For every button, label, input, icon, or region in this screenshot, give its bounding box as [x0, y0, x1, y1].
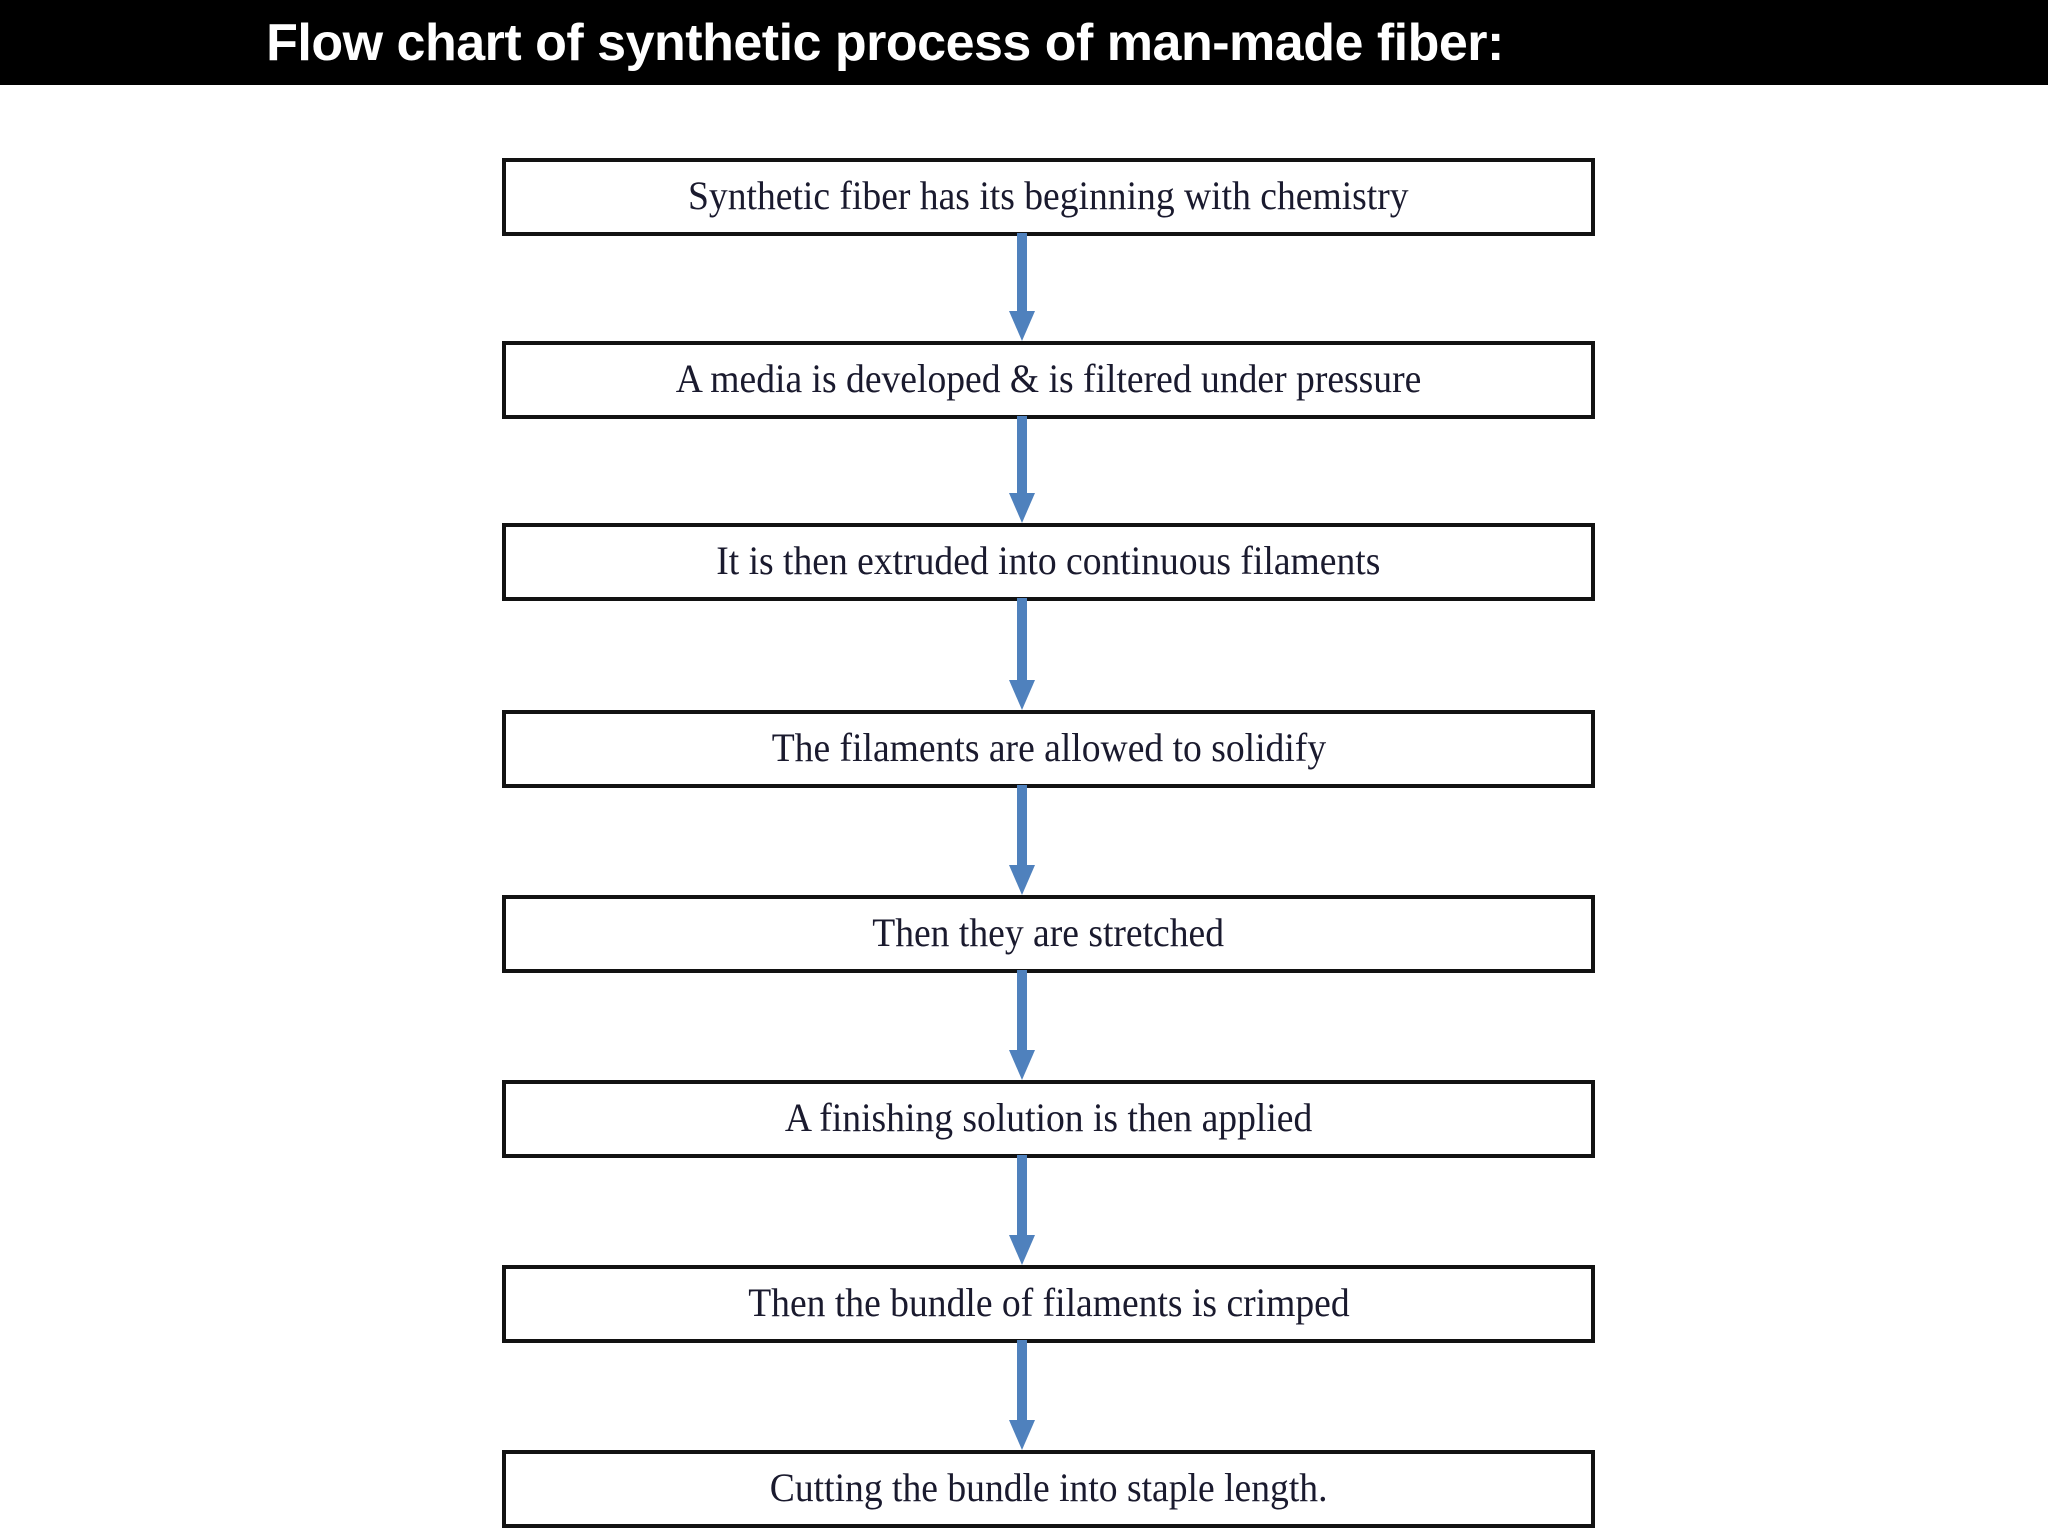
flow-connector-2-3	[1007, 416, 1037, 523]
page-title: Flow chart of synthetic process of man-m…	[266, 13, 1504, 72]
arrow-shaft-icon	[1017, 598, 1027, 680]
flow-node-label: A media is developed & is filtered under…	[675, 355, 1422, 401]
arrow-head-down-icon	[1009, 680, 1035, 710]
arrow-shaft-icon	[1017, 233, 1027, 311]
flow-node-label: The filaments are allowed to solidify	[771, 724, 1326, 770]
flow-node-step-8[interactable]: Cutting the bundle into staple length.	[502, 1450, 1595, 1528]
flow-node-step-1[interactable]: Synthetic fiber has its beginning with c…	[502, 158, 1595, 236]
flow-connector-1-2	[1007, 233, 1037, 341]
flow-node-step-3[interactable]: It is then extruded into continuous fila…	[502, 523, 1595, 601]
arrow-head-down-icon	[1009, 1050, 1035, 1080]
title-banner: Flow chart of synthetic process of man-m…	[0, 0, 2048, 85]
arrow-shaft-icon	[1017, 1340, 1027, 1420]
flow-node-label: Cutting the bundle into staple length.	[769, 1464, 1328, 1510]
arrow-shaft-icon	[1017, 785, 1027, 865]
flow-connector-5-6	[1007, 970, 1037, 1080]
flow-connector-3-4	[1007, 598, 1037, 710]
flow-node-step-7[interactable]: Then the bundle of filaments is crimped	[502, 1265, 1595, 1343]
flow-node-step-6[interactable]: A finishing solution is then applied	[502, 1080, 1595, 1158]
flow-node-label: Synthetic fiber has its beginning with c…	[688, 172, 1409, 218]
flowchart-canvas: Synthetic fiber has its beginning with c…	[0, 85, 2048, 1536]
flow-node-label: Then the bundle of filaments is crimped	[747, 1279, 1350, 1325]
arrow-shaft-icon	[1017, 416, 1027, 493]
arrow-head-down-icon	[1009, 1420, 1035, 1450]
flow-node-label: A finishing solution is then applied	[784, 1094, 1313, 1140]
arrow-shaft-icon	[1017, 970, 1027, 1050]
arrow-head-down-icon	[1009, 1235, 1035, 1265]
flow-node-step-2[interactable]: A media is developed & is filtered under…	[502, 341, 1595, 419]
flow-node-step-4[interactable]: The filaments are allowed to solidify	[502, 710, 1595, 788]
arrow-head-down-icon	[1009, 311, 1035, 341]
flow-connector-7-8	[1007, 1340, 1037, 1450]
arrow-head-down-icon	[1009, 493, 1035, 523]
arrow-shaft-icon	[1017, 1155, 1027, 1235]
flow-connector-6-7	[1007, 1155, 1037, 1265]
flow-node-step-5[interactable]: Then they are stretched	[502, 895, 1595, 973]
flow-node-label: It is then extruded into continuous fila…	[716, 537, 1381, 583]
flow-node-label: Then they are stretched	[872, 909, 1225, 955]
arrow-head-down-icon	[1009, 865, 1035, 895]
flow-connector-4-5	[1007, 785, 1037, 895]
